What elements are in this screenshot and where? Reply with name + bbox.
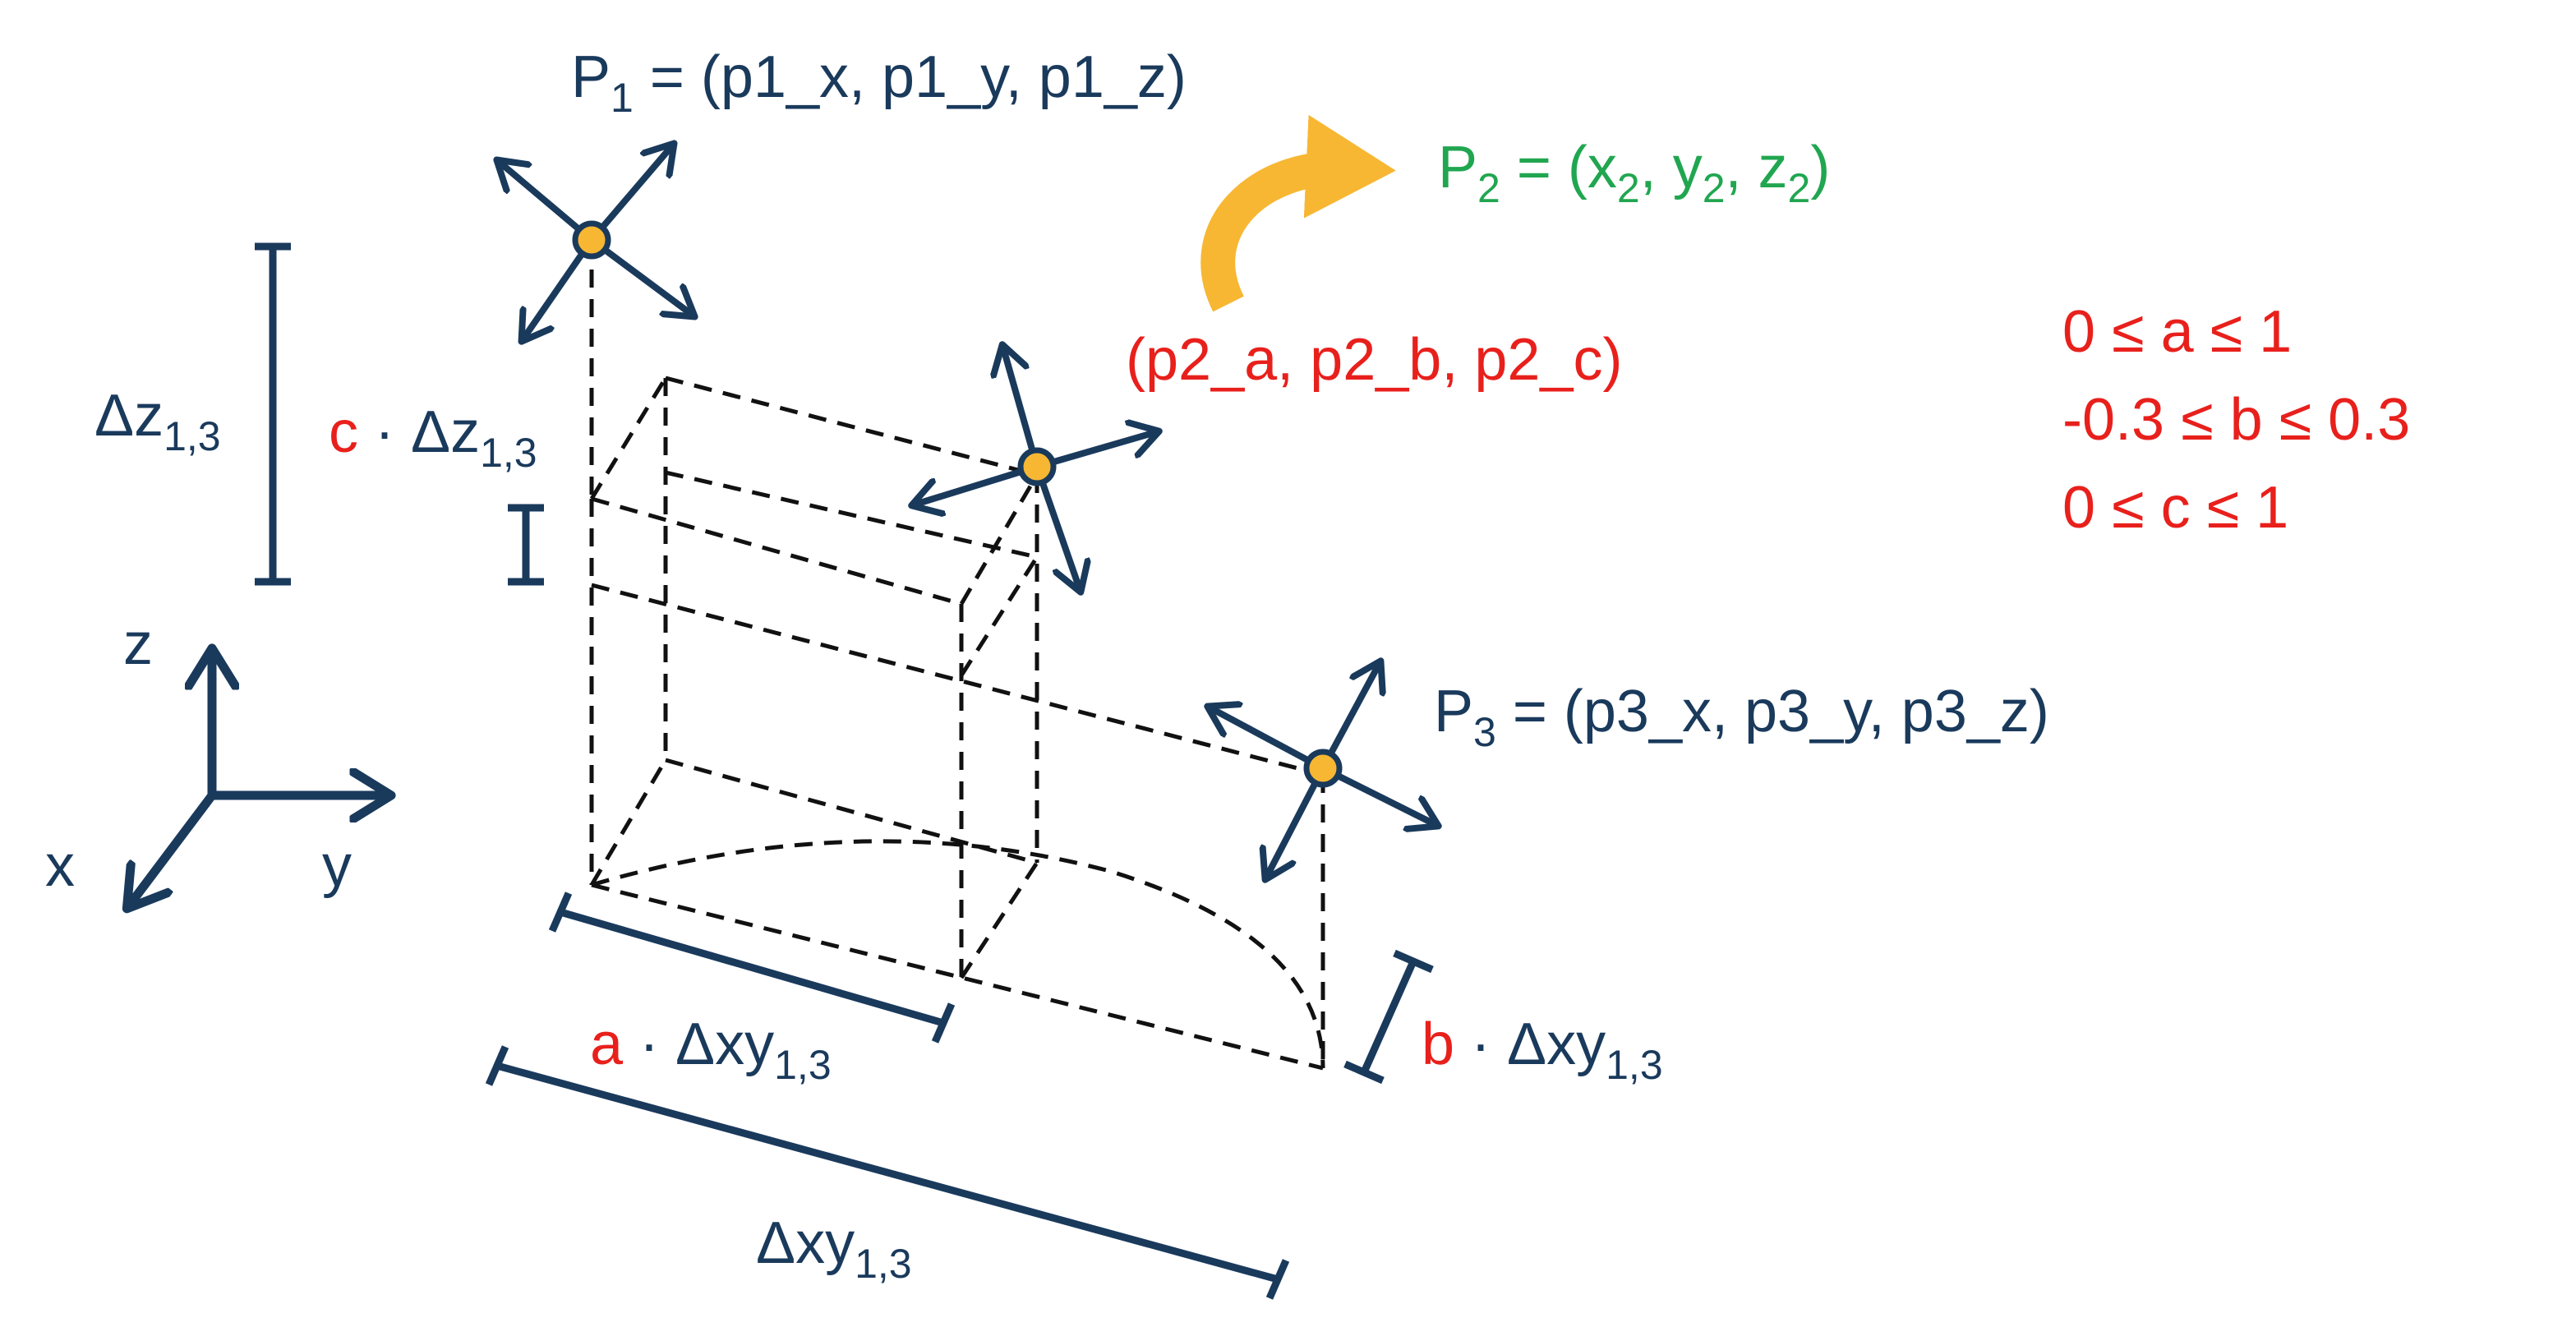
dz-label: Δz1,3	[94, 383, 221, 459]
b-dxy-label: b · Δxy1,3	[1422, 1011, 1663, 1088]
transform-arrow	[1200, 114, 1396, 312]
constraint-b: -0.3 ≤ b ≤ 0.3	[2062, 387, 2410, 453]
dz-bar	[255, 242, 291, 586]
p3-label: P3 = (p3_x, p3_y, p3_z)	[1434, 679, 2049, 755]
constraints: 0 ≤ a ≤ 1 -0.3 ≤ b ≤ 0.3 0 ≤ c ≤ 1	[2062, 299, 2410, 541]
dxy-label: Δxy1,3	[756, 1210, 912, 1287]
p1-point	[497, 144, 694, 341]
p2-params-label: (p2_a, p2_b, p2_c)	[1126, 327, 1622, 393]
constraint-c: 0 ≤ c ≤ 1	[2062, 475, 2288, 541]
p2-point	[912, 345, 1159, 592]
a-dxy-label: a · Δxy1,3	[590, 1011, 832, 1088]
axis-y-label: y	[322, 833, 352, 899]
p3-point	[1208, 661, 1438, 879]
dashed-construction	[589, 240, 1325, 1071]
axis-x-label: x	[45, 833, 75, 899]
c-dz-label: c · Δz1,3	[329, 399, 537, 476]
a-dxy-bar	[548, 892, 956, 1044]
c-dz-bar	[508, 504, 544, 586]
p1-label: P1 = (p1_x, p1_y, p1_z)	[571, 44, 1187, 121]
b-dxy-bar	[1343, 949, 1434, 1085]
constraint-a: 0 ≤ a ≤ 1	[2062, 299, 2292, 365]
p2-label: P2 = (x2, y2, z2)	[1438, 135, 1830, 211]
axis-z-label: z	[123, 611, 153, 677]
dxy-bar	[485, 1045, 1290, 1300]
coordinate-axes	[127, 649, 390, 908]
